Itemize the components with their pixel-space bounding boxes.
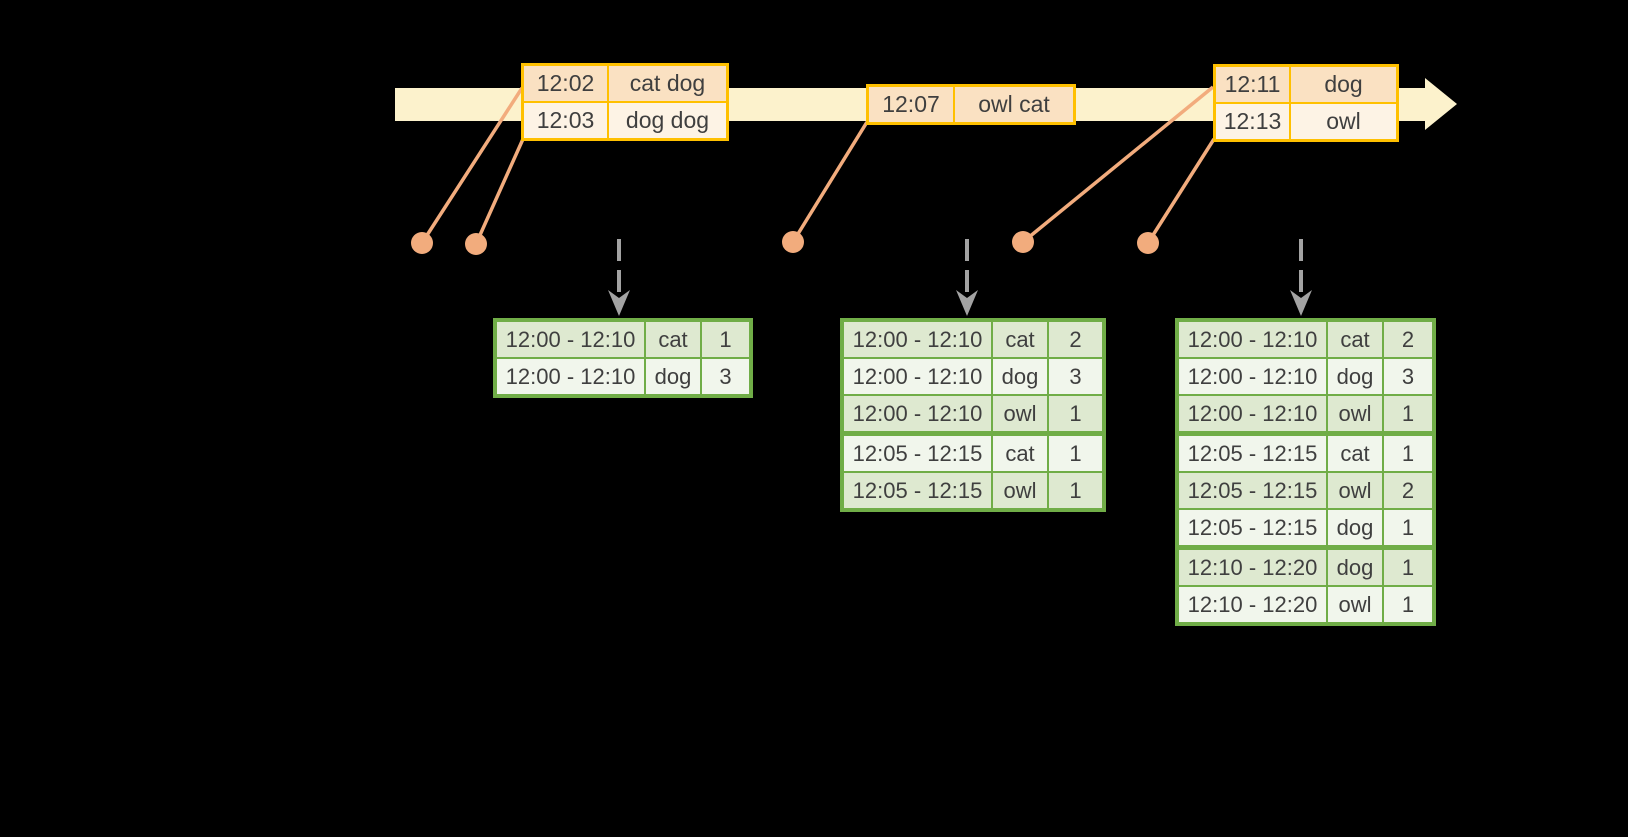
table-cell: owl: [1328, 587, 1382, 622]
table-cell: cat: [1328, 322, 1382, 357]
table-cell: 12:13: [1216, 104, 1289, 139]
table-cell: 12:10 - 12:20: [1179, 550, 1326, 585]
trigger-arrows: [617, 239, 1303, 294]
event-dot-icon: [1012, 231, 1034, 253]
table-cell: 1: [1049, 473, 1102, 508]
table-cell: 1: [702, 322, 749, 357]
table-cell: 12:05 - 12:15: [1179, 473, 1326, 508]
table-cell: 12:00 - 12:10: [1179, 359, 1326, 394]
table-cell: 1: [1049, 436, 1102, 471]
event-dot-icon: [782, 231, 804, 253]
table-cell: 12:02: [524, 66, 607, 101]
table-cell: dog: [1328, 359, 1382, 394]
table-cell: 12:05 - 12:15: [844, 436, 991, 471]
table-cell: 12:00 - 12:10: [844, 396, 991, 431]
table-cell: cat: [993, 322, 1047, 357]
event-dot-icon: [1137, 232, 1159, 254]
table-cell: 12:05 - 12:15: [1179, 436, 1326, 471]
table-cell: cat: [1328, 436, 1382, 471]
table-cell: 1: [1384, 510, 1432, 545]
table-cell: 12:10 - 12:20: [1179, 587, 1326, 622]
event-markers: [411, 231, 1159, 255]
table-cell: 12:00 - 12:10: [1179, 396, 1326, 431]
table-cell: dog dog: [609, 103, 726, 138]
arrow-down-icon: [608, 290, 630, 316]
trigger-arrowheads: [608, 290, 1312, 316]
table-cell: owl: [993, 396, 1047, 431]
table-cell: dog: [1291, 67, 1396, 102]
event-dot-icon: [465, 233, 487, 255]
arrow-down-icon: [956, 290, 978, 316]
table-cell: 12:05 - 12:15: [1179, 510, 1326, 545]
arrow-down-icon: [1290, 290, 1312, 316]
table-cell: 12:00 - 12:10: [1179, 322, 1326, 357]
table-cell: owl: [993, 473, 1047, 508]
event-dot-icon: [411, 232, 433, 254]
table-cell: 3: [702, 359, 749, 394]
event-connector-line: [1021, 85, 1215, 244]
table-cell: dog: [646, 359, 700, 394]
table-cell: 1: [1384, 436, 1432, 471]
table-cell: 1: [1384, 550, 1432, 585]
table-cell: 1: [1049, 396, 1102, 431]
table-cell: 12:03: [524, 103, 607, 138]
event-connector-line: [1146, 138, 1216, 244]
table-cell: 12:11: [1216, 67, 1289, 102]
table-cell: owl: [1328, 473, 1382, 508]
table-cell: cat: [646, 322, 700, 357]
table-cell: 12:00 - 12:10: [497, 322, 644, 357]
table-cell: owl: [1328, 396, 1382, 431]
table-cell: 1: [1384, 587, 1432, 622]
table-cell: owl cat: [955, 87, 1073, 122]
table-cell: 12:00 - 12:10: [497, 359, 644, 394]
event-connector-line: [474, 138, 525, 245]
timeline-arrowhead-icon: [1425, 78, 1457, 130]
table-cell: cat: [993, 436, 1047, 471]
event-connectors: [420, 85, 1216, 245]
table-cell: 12:07: [869, 87, 953, 122]
table-cell: 12:05 - 12:15: [844, 473, 991, 508]
table-cell: dog: [1328, 550, 1382, 585]
event-connector-line: [791, 121, 869, 243]
table-cell: 2: [1049, 322, 1102, 357]
table-cell: dog: [993, 359, 1047, 394]
table-cell: 2: [1384, 322, 1432, 357]
table-cell: 1: [1384, 396, 1432, 431]
table-cell: 12:00 - 12:10: [844, 322, 991, 357]
table-cell: dog: [1328, 510, 1382, 545]
table-cell: 3: [1049, 359, 1102, 394]
table-cell: 2: [1384, 473, 1432, 508]
table-cell: owl: [1291, 104, 1396, 139]
event-connector-line: [420, 87, 524, 244]
table-cell: 3: [1384, 359, 1432, 394]
table-cell: 12:00 - 12:10: [844, 359, 991, 394]
table-cell: cat dog: [609, 66, 726, 101]
